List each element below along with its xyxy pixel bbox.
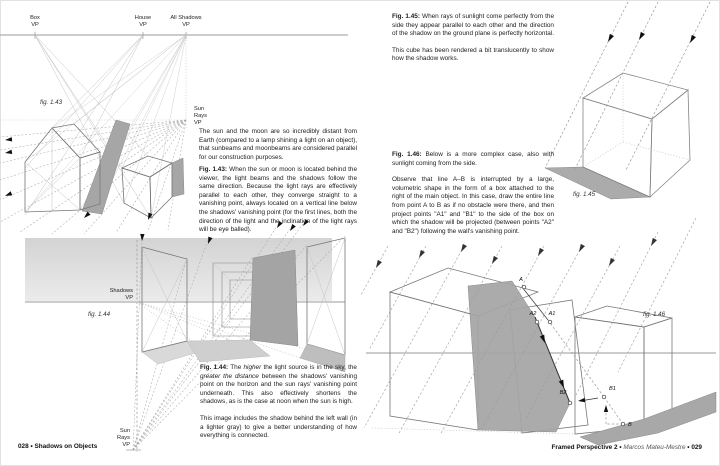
house-cast-shadow [81, 119, 131, 215]
fig-1-45-caption-body: When rays of sunlight come perfectly fro… [392, 13, 555, 38]
fig-1-46-caption: Fig. 1.46: Below is a more complex case,… [392, 151, 554, 236]
floor-shadow [186, 339, 271, 363]
fig-1-45-caption-p1: Fig. 1.45: When rays of sunlight come pe… [392, 13, 554, 39]
sun-rays-vp-label2: Rays [194, 113, 207, 119]
left-folio-text: 028 • Shadows on Objects [18, 443, 98, 450]
fig-1-46-p2-text: Observe that line A–B is interrupted by … [392, 176, 554, 235]
fig-1-44-label: fig. 1.44 [88, 311, 111, 318]
right-folio-author: Marcos Mateu-Mestre [623, 444, 686, 451]
point-a-label: A [518, 277, 523, 283]
fig-1-43-caption-lead: Fig. 1.43: [199, 166, 228, 173]
sun-ray-arrows [5, 137, 309, 231]
cube-object [120, 155, 185, 219]
sun-rays-vp-bottom-label: Sun [120, 428, 130, 434]
cube-145-hidden-edges [582, 73, 691, 168]
fig-1-44-caption-p1: Fig. 1.44: The higher the light source i… [200, 364, 357, 407]
house-vp-label: House [135, 15, 151, 21]
all-shadows-vp-label2: VP [182, 22, 190, 28]
right-inner-shadow [249, 249, 299, 347]
fig-1-44-seg2: higher [243, 364, 262, 371]
left-page-figures: Box VP House VP All Shadows VP Sun Rays … [0, 15, 348, 452]
shadows-vp-label: Shadows [110, 288, 134, 294]
cube-cast-shadow [171, 157, 185, 198]
fig-1-45-p2-text: This cube has been rendered a bit transl… [392, 46, 554, 63]
point-a2-label: A2 [529, 311, 538, 317]
right-floor-shadow [299, 343, 346, 373]
right-folio-title: Framed Perspective 2 [551, 444, 618, 451]
intro-text: The sun and the moon are so incredibly d… [199, 128, 357, 161]
ab-line-construction [521, 284, 626, 427]
fig-1-46-drawing: A A2 A1 B2 B1 B fig. 1.46 [360, 217, 717, 446]
fig-1-45-caption-lead: Fig. 1.45: [392, 13, 420, 20]
fig-1-44-seg5: between the shadows' vanishing point on … [200, 372, 357, 406]
room-interior [141, 237, 346, 373]
point-b2-label: B2 [560, 390, 568, 396]
beam-top-face [388, 267, 540, 317]
fig-1-45-caption: Fig. 1.45: When rays of sunlight come pe… [392, 13, 554, 64]
cube-145-shadow [544, 166, 651, 200]
fig-1-44-seg1: The [228, 364, 244, 371]
box-vp-label2: VP [31, 22, 39, 28]
house-vp-label2: VP [139, 22, 147, 28]
sun-rays-145 [544, 0, 712, 171]
intro-paragraph: The sun and the moon are so incredibly d… [199, 128, 357, 162]
all-shadows-vp-label: All Shadows [170, 15, 201, 21]
fig-1-44-seg4: greater the distance [200, 372, 259, 380]
fig-1-43-caption-body: When the sun or moon is located behind t… [199, 166, 358, 234]
fig-1-44-seg3: the light source is in the sky, the [261, 364, 357, 371]
right-page-figures: fig. 1.45 [360, 0, 717, 446]
ground-shadow [579, 391, 717, 446]
fig-1-44-caption: Fig. 1.44: The higher the light source i… [200, 364, 357, 441]
point-b-label: B [628, 422, 632, 428]
left-folio: 028 • Shadows on Objects [18, 443, 97, 450]
fig-1-45-caption-p2: This cube has been rendered a bit transl… [392, 47, 554, 64]
shadow-construction-fan [24, 34, 187, 219]
sun-rays-vp-bottom-label2: Rays [117, 435, 130, 441]
fig-1-44-caption-lead: Fig. 1.44: [200, 364, 229, 371]
fig-1-46-caption-body: Below is a more complex case, also with … [392, 151, 555, 167]
fig-1-44-p2-text: This image includes the shadow behind th… [200, 414, 357, 440]
point-a1-label: A1 [548, 311, 556, 317]
sun-rays-vp-bottom-label3: VP [122, 442, 130, 448]
sun-rays-vp-label3: VP [194, 120, 202, 126]
fig-1-46-caption-lead: Fig. 1.46: [392, 151, 422, 158]
right-folio: Framed Perspective 2 • Marcos Mateu-Mest… [551, 444, 702, 451]
right-folio-sep2: • [687, 444, 690, 451]
wall-cast-shadow [467, 280, 571, 433]
fig-1-46-label: fig. 1.46 [643, 311, 666, 318]
fig-1-43-label: fig. 1.43 [40, 99, 63, 106]
point-b1-label: B1 [609, 386, 616, 392]
right-folio-page: 029 [691, 444, 702, 451]
fig-1-46-caption-p1: Fig. 1.46: Below is a more complex case,… [392, 151, 554, 168]
sun-rays-vp-label: Sun [194, 106, 204, 112]
fig-1-43-drawing: Box VP House VP All Shadows VP Sun Rays … [0, 15, 348, 235]
fig-1-44-caption-p2: This image includes the shadow behind th… [200, 415, 357, 441]
right-box-front [574, 316, 645, 435]
box-vp-label: Box [30, 15, 40, 21]
fig-1-46-caption-p2: Observe that line A–B is interrupted by … [392, 176, 554, 236]
shadows-vp-label2: VP [125, 295, 133, 301]
right-folio-sep1: • [619, 444, 622, 451]
sun-rays-146 [360, 217, 697, 436]
fig-1-44-drawing: Shadows VP fig. 1.44 Sun Rays VP [25, 223, 346, 452]
fig-1-43-caption: Fig. 1.43: When the sun or moon is locat… [199, 166, 357, 235]
fig-1-45-drawing: fig. 1.45 [544, 0, 712, 200]
fig-1-45-label: fig. 1.45 [573, 191, 596, 198]
house-object [24, 119, 131, 215]
